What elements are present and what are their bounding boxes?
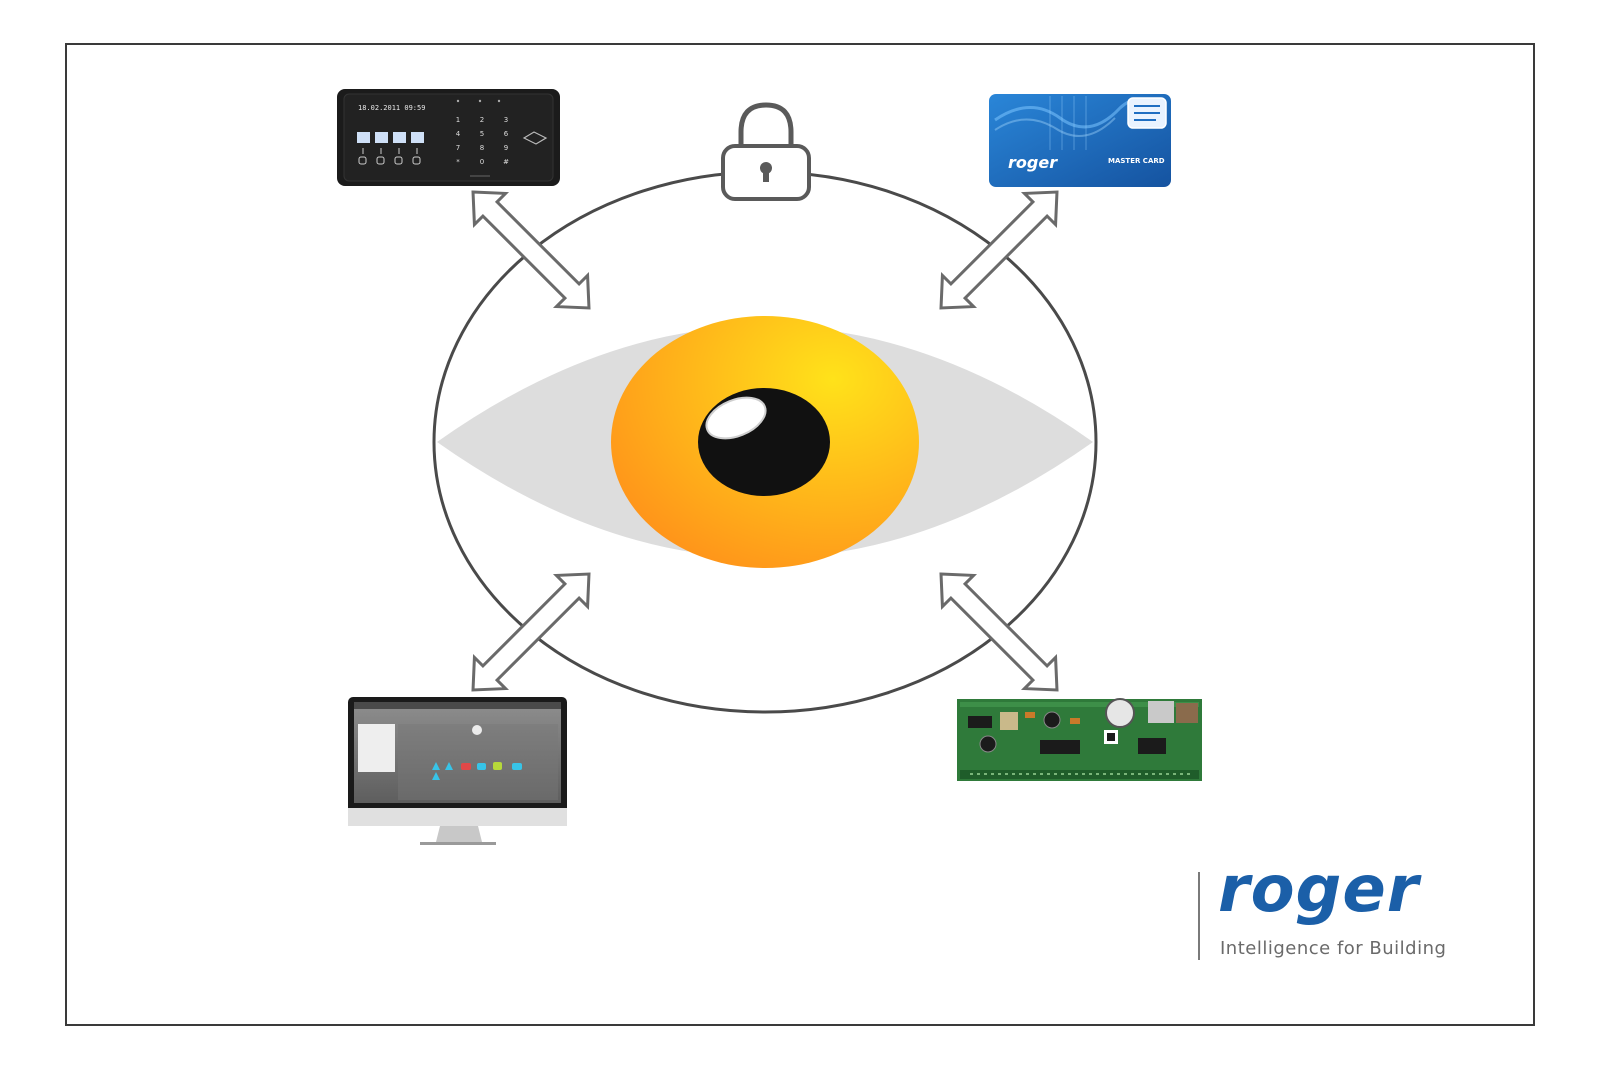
key-7: 7 bbox=[456, 144, 460, 152]
keypad-reader-icon: 18.02.2011 09:59 1 2 3 4 5 6 7 8 9 * 0 # bbox=[337, 89, 560, 186]
logo-wordmark: roger bbox=[1218, 853, 1420, 927]
diagram-frame bbox=[65, 43, 1535, 1026]
computer-monitor-icon bbox=[348, 697, 567, 845]
keypad-display-text: 18.02.2011 09:59 bbox=[358, 104, 425, 112]
key-8: 8 bbox=[480, 144, 484, 152]
controller-board-icon bbox=[957, 698, 1202, 781]
eye-highlight bbox=[705, 396, 767, 440]
bidirectional-arrow-icon bbox=[455, 174, 607, 326]
card-brand: roger bbox=[1008, 153, 1058, 172]
key-2: 2 bbox=[480, 116, 484, 124]
key-6: 6 bbox=[504, 130, 509, 138]
key-4: 4 bbox=[456, 130, 461, 138]
key-9: 9 bbox=[504, 144, 508, 152]
padlock-icon bbox=[721, 102, 811, 201]
key-1: 1 bbox=[456, 116, 460, 124]
contactless-icon bbox=[522, 131, 548, 145]
key-3: 3 bbox=[504, 116, 508, 124]
logo-tagline: Intelligence for Building bbox=[1220, 938, 1447, 959]
key-5: 5 bbox=[480, 130, 484, 138]
eye-icon bbox=[437, 316, 1093, 568]
key-star: * bbox=[456, 158, 460, 166]
roger-logo: roger Intelligence for Building bbox=[1198, 858, 1458, 960]
bidirectional-arrow-icon bbox=[923, 174, 1075, 326]
access-card-icon: roger MASTER CARD bbox=[989, 94, 1171, 187]
card-label: MASTER CARD bbox=[1108, 157, 1165, 165]
key-hash: # bbox=[503, 158, 509, 166]
key-0: 0 bbox=[480, 158, 484, 166]
logo-divider bbox=[1198, 872, 1200, 960]
